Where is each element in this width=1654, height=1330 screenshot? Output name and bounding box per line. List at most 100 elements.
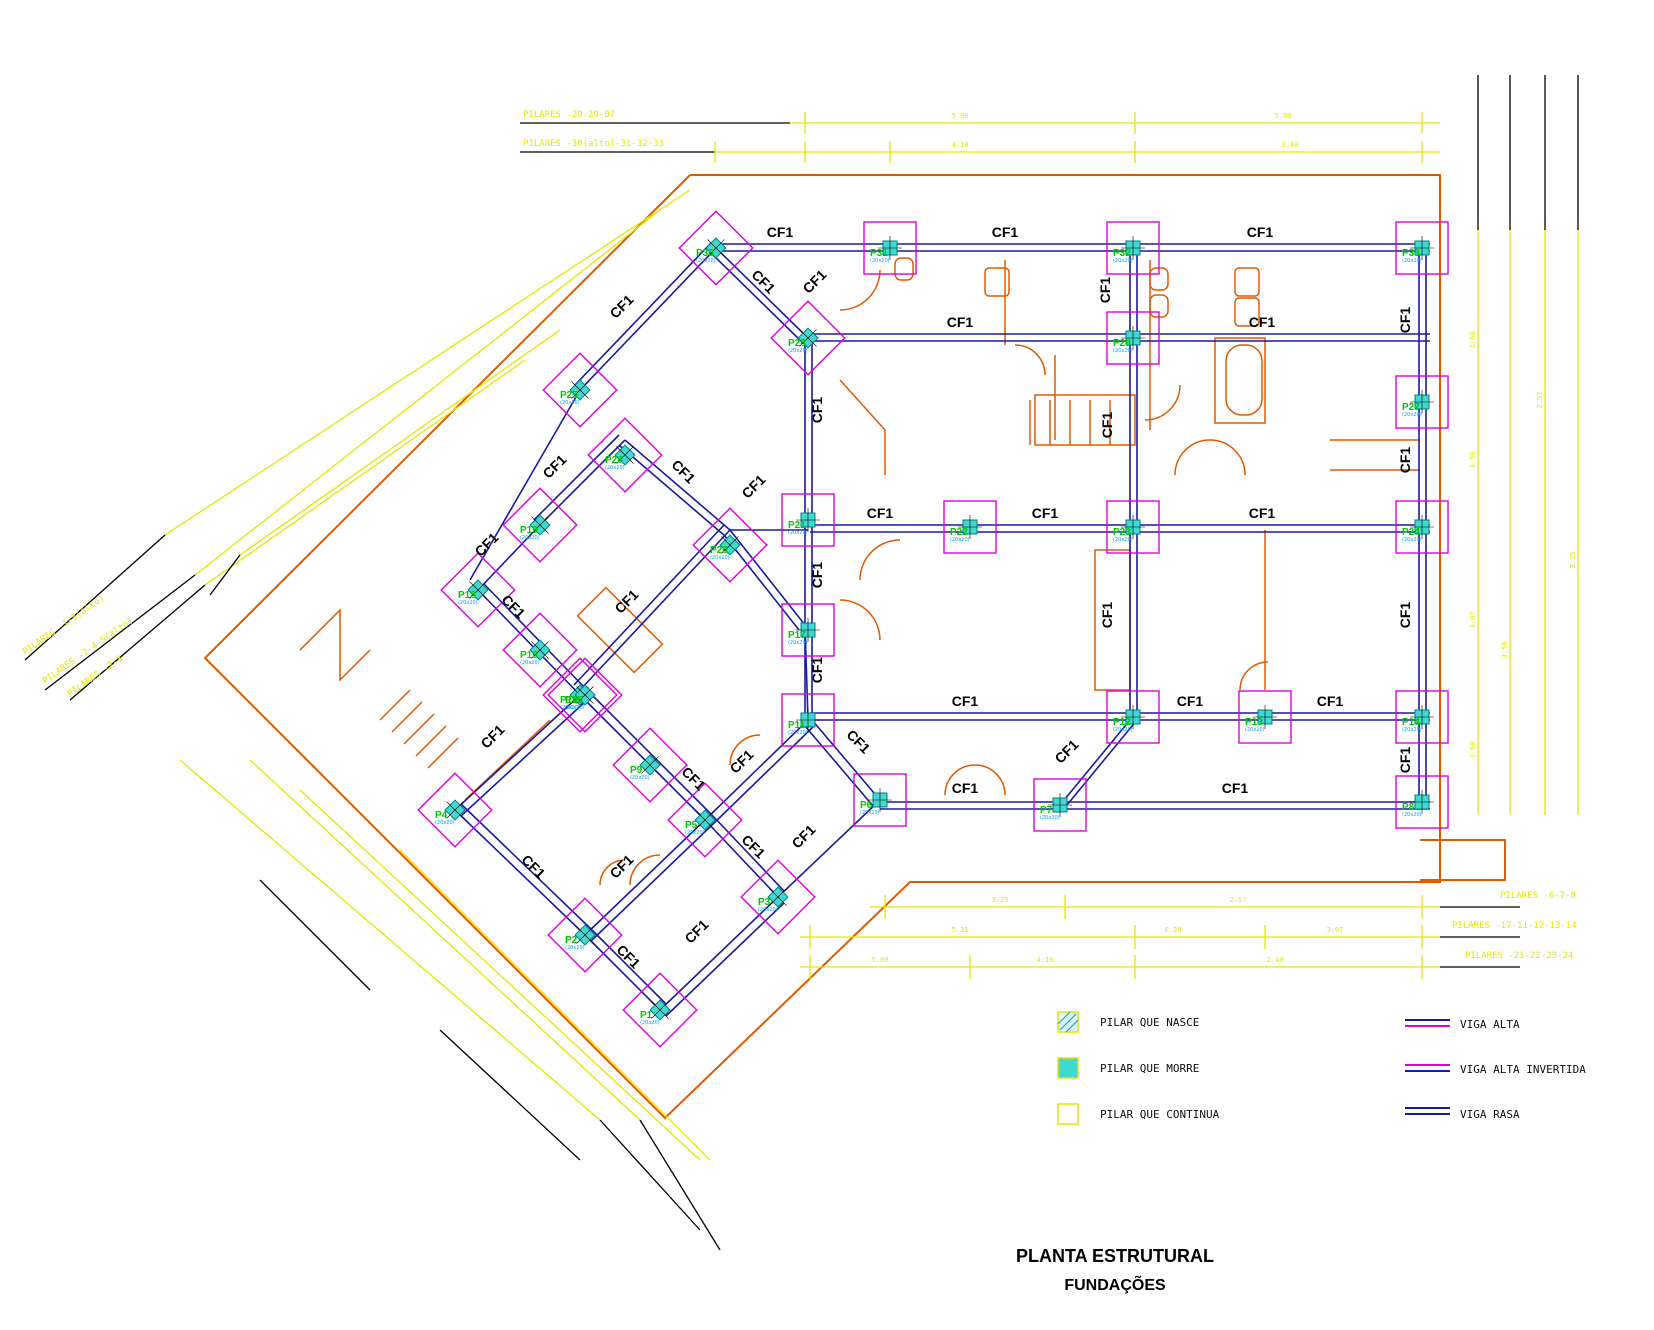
dimension-value: 1.60: [1469, 742, 1477, 759]
legend-label-continua: PILAR QUE CONTINUA: [1100, 1108, 1220, 1121]
beam-label-cf1: CF1: [809, 397, 825, 424]
pillar-label: P9: [630, 765, 643, 776]
dimension-value: 5.00: [952, 112, 969, 120]
pillar-influence-box: [1106, 221, 1160, 275]
pillar-label: P3: [758, 897, 771, 908]
beam-label-cf1: CF1: [726, 746, 756, 776]
pillar: [587, 417, 663, 493]
pillar: [781, 693, 835, 747]
beam-label-cf1: CF1: [1397, 602, 1413, 629]
pillar: [667, 782, 743, 858]
legend: PILAR QUE NASCE PILAR QUE MORRE PILAR QU…: [1057, 1011, 1586, 1125]
beam-label-cf1: CF1: [1397, 307, 1413, 334]
dimension-value: 3.07: [1469, 612, 1477, 629]
beam-label-cf1: CF1: [844, 726, 874, 756]
pillar: [1395, 775, 1449, 829]
beam-label-cf1: CF1: [952, 780, 979, 796]
pillar-influence-box: [781, 493, 835, 547]
pillar-size-label: (20x20): [1040, 815, 1060, 821]
pillar-axis-v: [769, 888, 787, 906]
pillar-influence-box: [678, 210, 754, 286]
pillar-axis-v: [446, 801, 464, 819]
pillar-label: P13: [1245, 717, 1263, 728]
legend-label-viga-alta: VIGA ALTA: [1460, 1018, 1520, 1031]
dimension-header: PILARES -6-7-8: [1500, 891, 1576, 901]
pillar-size-label: (20x20): [435, 820, 455, 826]
pillar-influence-box: [1238, 690, 1292, 744]
pillar: [612, 727, 688, 803]
pillar-size-label: (20x20): [710, 555, 730, 561]
pillar-label: P23: [1113, 527, 1131, 538]
pillar-axis-v: [651, 1001, 669, 1019]
legend-label-nasce: PILAR QUE NASCE: [1100, 1016, 1199, 1029]
dimension-value: 2.40: [1267, 956, 1284, 964]
pillar-influence-box: [1395, 775, 1449, 829]
pillar-label: P10: [560, 695, 578, 706]
beam-label-cf1: CF1: [799, 266, 829, 296]
pillar-size-label: (20x20): [1402, 812, 1422, 818]
beam-label-cf1: CF1: [1247, 224, 1274, 240]
pillar-size-label: (20x20): [1402, 537, 1422, 543]
pillar: [863, 221, 917, 275]
pillar-size-label: (20x20): [758, 907, 778, 913]
pillar-size-label: (20x20): [565, 705, 585, 711]
pillar-label: P12: [1113, 717, 1131, 728]
pillar: [542, 352, 618, 428]
dimension-value: 2.57: [1536, 392, 1544, 409]
pillar-size-label: (20x20): [788, 530, 808, 536]
pillar-size-label: (20x20): [560, 400, 580, 406]
pillar-label: P14: [1402, 717, 1420, 728]
dimension-lines: [24, 75, 1579, 1251]
beam-label-cf1: CF1: [539, 451, 569, 481]
pillar-label: P7: [1040, 805, 1053, 816]
pillar-label: P20: [710, 545, 728, 556]
pillar-influence-box: [1395, 221, 1449, 275]
pillar-size-label: (20x20): [1402, 412, 1422, 418]
drawing-subtitle: FUNDAÇÕES: [1064, 1274, 1166, 1294]
beam-label-cf1: CF1: [1249, 314, 1276, 330]
beam-label-cf1: CF1: [809, 657, 825, 684]
pillar-size-label: (20x20): [1113, 258, 1133, 264]
pillar: [1395, 221, 1449, 275]
pillar-influence-box: [622, 972, 698, 1048]
pillar-influence-box: [1106, 500, 1160, 554]
pillar: [1033, 778, 1087, 832]
pillar: [1395, 500, 1449, 554]
pillar: [547, 657, 623, 733]
pillar-label: P17: [788, 630, 806, 641]
pillar-influence-box: [863, 221, 917, 275]
pillar-axis-v: [469, 581, 487, 599]
pillar-size-label: (20x20): [1245, 727, 1265, 733]
dimension-value: 4.10: [1037, 956, 1054, 964]
dimension-value: 5.00: [1275, 112, 1292, 120]
lot-outline: [203, 174, 1506, 1120]
pillar-axis-v: [576, 686, 594, 704]
pillar-axis-v: [576, 926, 594, 944]
pillar-size-label: (20x20): [788, 348, 808, 354]
pillar: [1106, 500, 1160, 554]
dimension-value: 5.00: [872, 956, 889, 964]
pillar-axis-v: [696, 811, 714, 829]
pillar-label: P29: [1113, 338, 1131, 349]
dimension-value: 2.40: [1282, 141, 1299, 149]
dimension-value: 3.50: [1469, 452, 1477, 469]
dimension-header: PILARES -21-22-23-24: [1465, 951, 1573, 961]
beam-label-cf1: CF1: [1397, 447, 1413, 474]
pillar-influence-box: [547, 657, 623, 733]
pillar-size-label: (20x20): [1402, 727, 1422, 733]
dimension-header: PILARES -30(alto)-31-32-33: [523, 139, 664, 149]
dimension-header: PILARES -29-29-07: [523, 110, 615, 120]
pillar: [692, 507, 768, 583]
beam-label-cf1: CF1: [788, 821, 818, 851]
beam-label-cf1: CF1: [1222, 780, 1249, 796]
pillar-size-label: (20x20): [870, 258, 890, 264]
interior-walls: [299, 257, 1420, 886]
pillar-label: P21: [788, 520, 806, 531]
dimension-value: 1.60: [1469, 332, 1477, 349]
pillar-label: P25: [560, 390, 578, 401]
pillar-size-label: (20x20): [788, 640, 808, 646]
beam-label-cf1: CF1: [1099, 602, 1115, 629]
pillar-label: P19: [520, 525, 538, 536]
